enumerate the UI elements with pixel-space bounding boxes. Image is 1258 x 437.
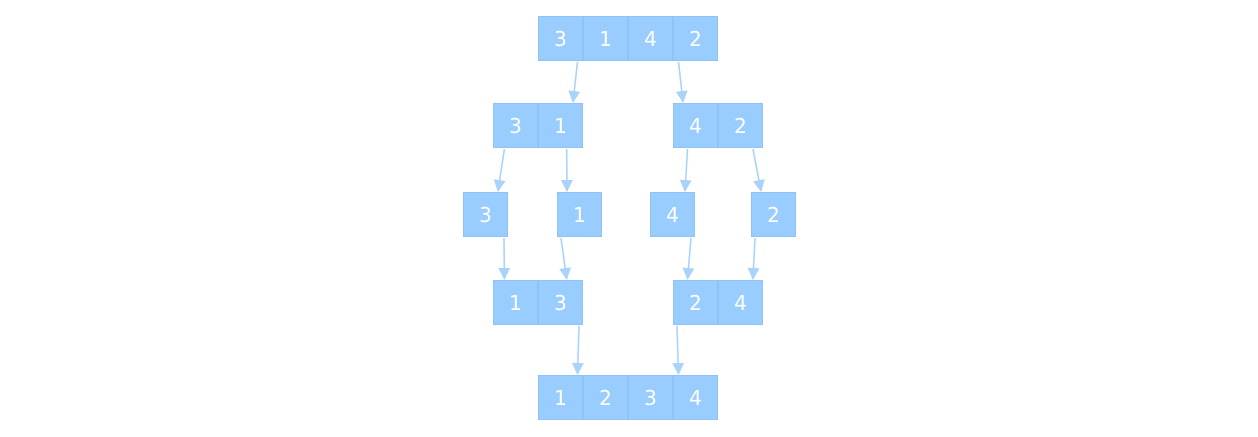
right-half-cell-1: 2	[718, 103, 763, 148]
result-cell-1: 2	[583, 375, 628, 420]
result-cell-3: 4	[673, 375, 718, 420]
arrow-leaf-2-to-merged-right	[747, 237, 760, 280]
arrow-right-half-to-leaf-4	[679, 148, 692, 192]
arrow-leaf-1-to-merged-left	[559, 237, 572, 280]
right-half-cell-0: 4	[673, 103, 718, 148]
root-cell-1: 1	[583, 16, 628, 61]
result-cell-2: 3	[628, 375, 673, 420]
arrow-left-half-to-leaf-3	[493, 148, 506, 192]
left-half-cell-1: 1	[538, 103, 583, 148]
leaf-1-cell-0: 1	[557, 192, 602, 237]
left-half-cell-0: 3	[493, 103, 538, 148]
root-cell-2: 4	[628, 16, 673, 61]
result-cell-0: 1	[538, 375, 583, 420]
merged-right-cell-0: 2	[673, 280, 718, 325]
arrow-right-half-to-leaf-2	[752, 148, 765, 192]
arrow-merged-left-to-result	[571, 325, 584, 375]
leaf-4-cell-0: 4	[650, 192, 695, 237]
root-cell-0: 3	[538, 16, 583, 61]
merged-left-cell-0: 1	[493, 280, 538, 325]
leaf-3-cell-0: 3	[463, 192, 508, 237]
leaf-2-cell-0: 2	[751, 192, 796, 237]
arrow-merged-right-to-result	[672, 325, 685, 375]
root-cell-3: 2	[673, 16, 718, 61]
merged-left-cell-1: 3	[538, 280, 583, 325]
arrow-leaf-4-to-merged-right	[682, 237, 695, 280]
merged-right-cell-1: 4	[718, 280, 763, 325]
arrow-root-to-right-half	[675, 61, 688, 103]
arrow-root-to-left-half	[568, 61, 581, 103]
